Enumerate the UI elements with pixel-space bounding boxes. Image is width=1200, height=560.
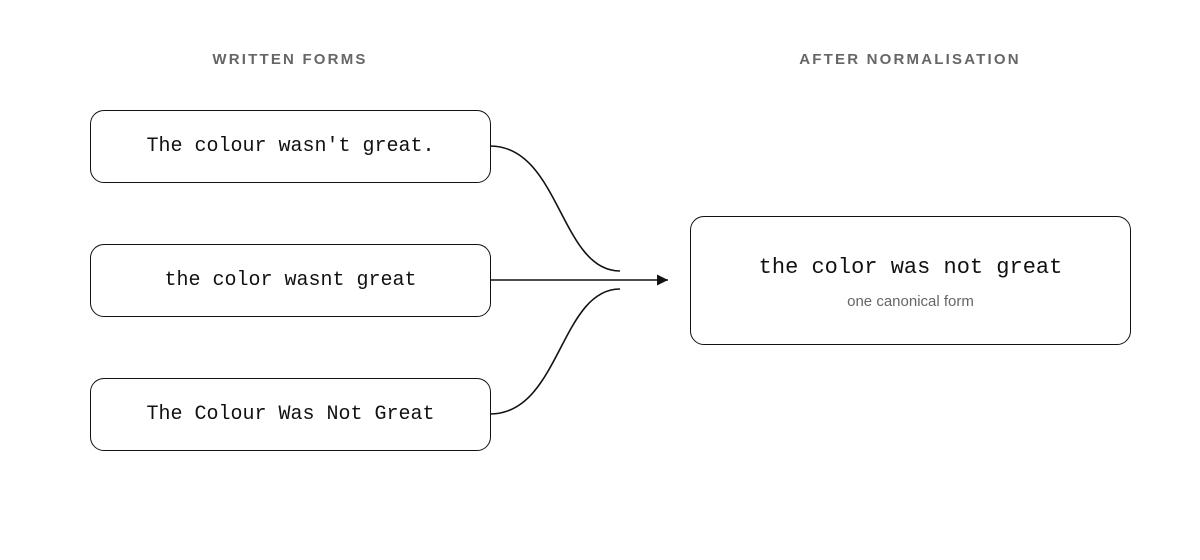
written-form-box-2: the color wasnt great bbox=[90, 244, 491, 317]
written-form-text-1: The colour wasn't great. bbox=[146, 135, 435, 158]
canonical-form-caption: one canonical form bbox=[847, 293, 974, 310]
connector-top bbox=[489, 145, 621, 272]
canonical-form-box: the color was not great one canonical fo… bbox=[690, 216, 1131, 345]
written-form-box-1: The colour wasn't great. bbox=[90, 110, 491, 183]
written-form-text-2: the color wasnt great bbox=[164, 269, 417, 292]
canonical-form-text: the color was not great bbox=[758, 255, 1063, 280]
written-form-box-3: The Colour Was Not Great bbox=[90, 378, 491, 451]
after-normalisation-heading: AFTER NORMALISATION bbox=[799, 51, 1021, 68]
connector-bottom bbox=[489, 288, 621, 415]
written-forms-heading: WRITTEN FORMS bbox=[212, 51, 368, 68]
written-form-text-3: The Colour Was Not Great bbox=[146, 403, 435, 426]
